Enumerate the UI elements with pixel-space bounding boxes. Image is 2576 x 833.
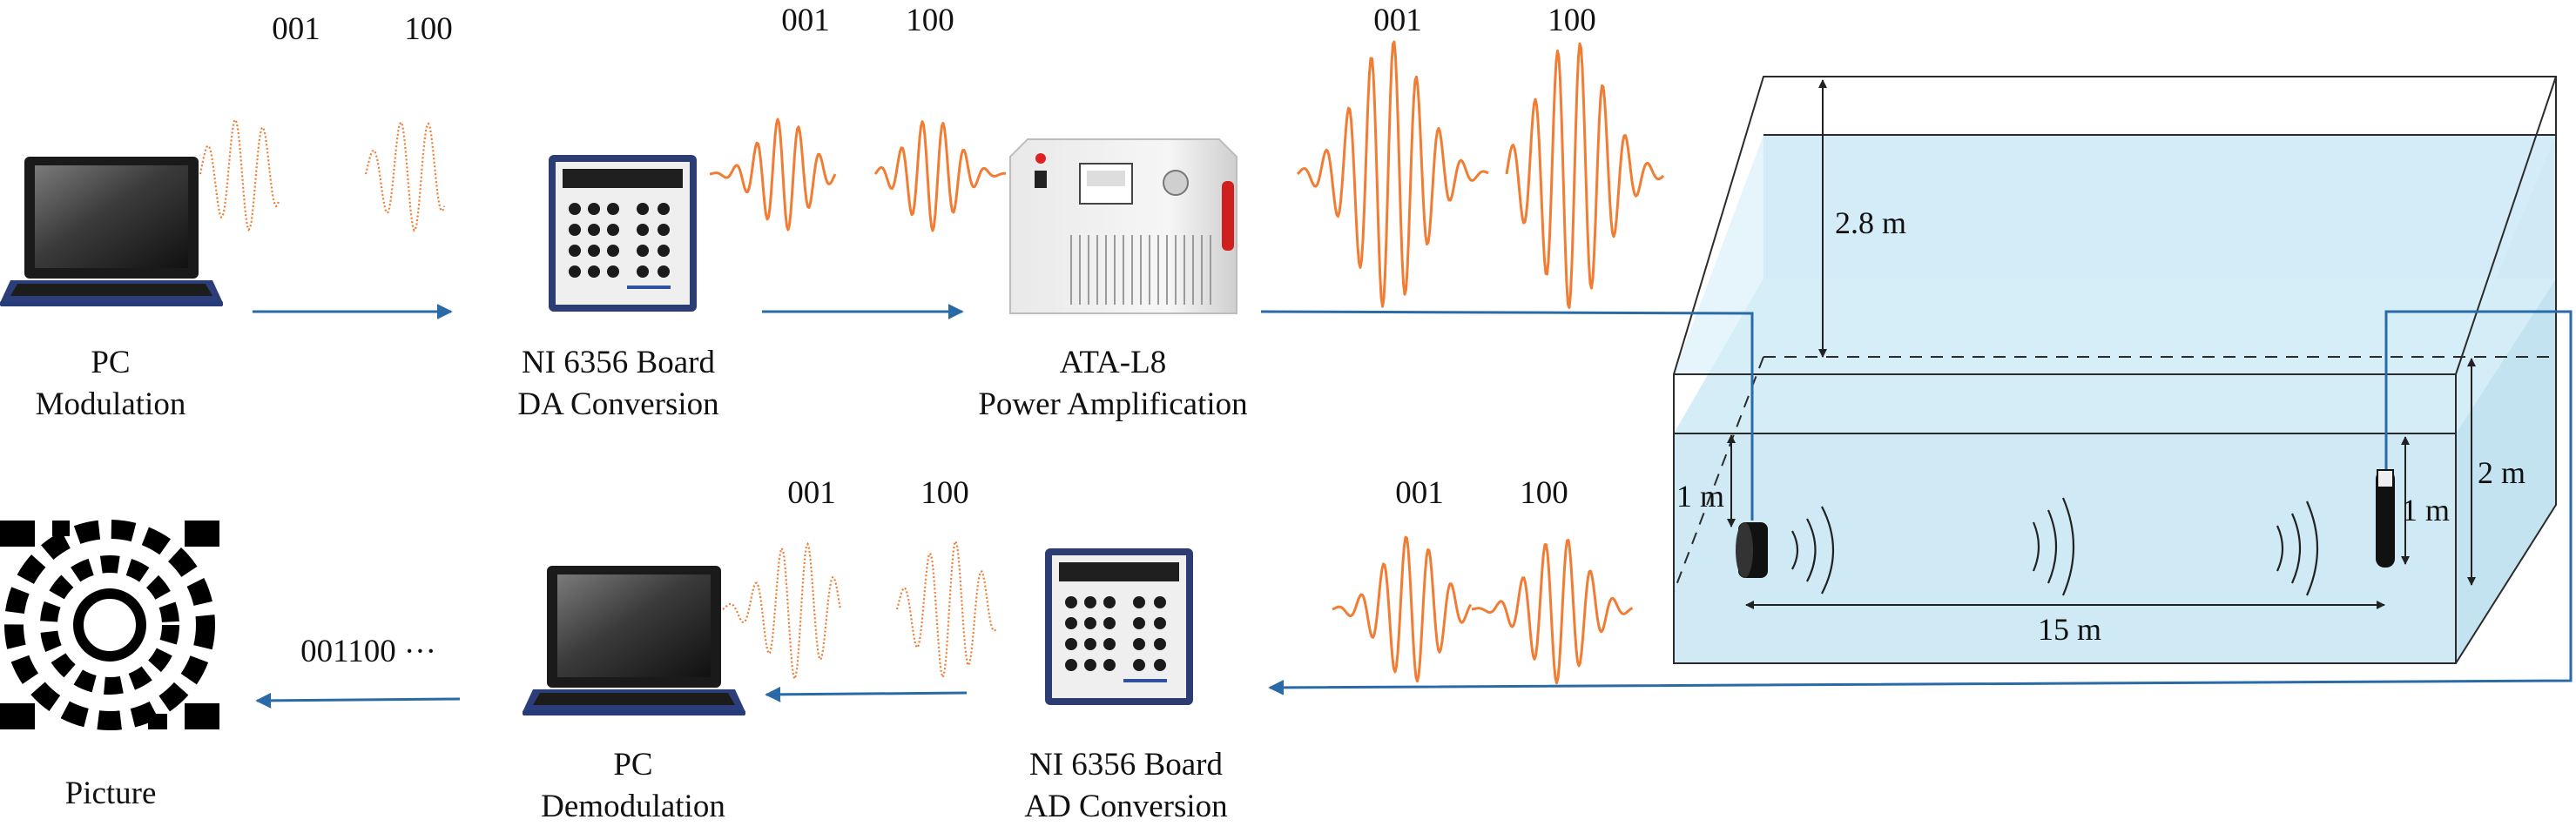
waveform-amp-output: 001 100	[1296, 3, 1665, 309]
ni-ad-label-1: NI 6356 Board	[1029, 747, 1223, 783]
laptop-icon	[0, 157, 223, 306]
pc-demod-label-1: PC	[613, 747, 652, 783]
code-label-001: 001	[787, 475, 836, 511]
cable-to-transmitter	[1260, 310, 1754, 521]
flow-arrow-demod-to-picture	[255, 692, 461, 709]
pc-demod-label-2: Demodulation	[541, 789, 725, 824]
waveform-ad-output: 001 100	[722, 475, 997, 682]
picture-label: Picture	[65, 776, 157, 811]
code-label-100: 100	[906, 3, 954, 38]
waveform-da-output: 001 100	[709, 3, 1007, 232]
receiver-depth-label: 1 m	[2402, 493, 2450, 527]
receiver-icon	[2376, 469, 2395, 568]
transmitter-depth-label: 1 m	[1676, 479, 1724, 514]
flow-arrow-ad-to-demod	[765, 686, 968, 702]
code-label-001: 001	[272, 11, 320, 47]
bitstream-label: 001100 ···	[300, 634, 436, 669]
ata-l8-amplifier	[1009, 138, 1237, 314]
ni-6356-ad-board	[1045, 548, 1193, 705]
code-label-100: 100	[1520, 475, 1568, 511]
waveform-pc-output: 001 100	[199, 11, 453, 232]
code-label-100: 100	[920, 475, 969, 511]
code-label-100: 100	[404, 11, 453, 47]
transmitter-icon	[1736, 522, 1768, 578]
water-tank	[1673, 76, 2557, 664]
ni-da-label-2: DA Conversion	[517, 386, 718, 422]
cable-from-receiver	[1268, 310, 2573, 695]
waveform-received: 001 100	[1332, 475, 1634, 685]
ni-ad-label-2: AD Conversion	[1024, 789, 1227, 824]
code-label-100: 100	[1548, 3, 1596, 38]
pc-modulation-label-1: PC	[91, 345, 130, 380]
tank-height-label: 2.8 m	[1835, 205, 1906, 240]
ata-label-1: ATA-L8	[1060, 345, 1166, 380]
received-picture-image	[0, 520, 219, 730]
laptop-icon	[523, 566, 745, 715]
code-label-001: 001	[1373, 3, 1422, 38]
ni-da-label-1: NI 6356 Board	[522, 345, 715, 380]
code-label-001: 001	[1395, 475, 1444, 511]
ni-6356-da-board	[549, 155, 697, 312]
pc-modulation-label-2: Modulation	[36, 386, 186, 422]
code-label-001: 001	[781, 3, 830, 38]
water-depth-label: 2 m	[2478, 455, 2525, 490]
sound-wave-arcs	[1791, 497, 2319, 596]
ata-label-2: Power Amplification	[978, 386, 1247, 422]
distance-label: 15 m	[2038, 612, 2101, 647]
